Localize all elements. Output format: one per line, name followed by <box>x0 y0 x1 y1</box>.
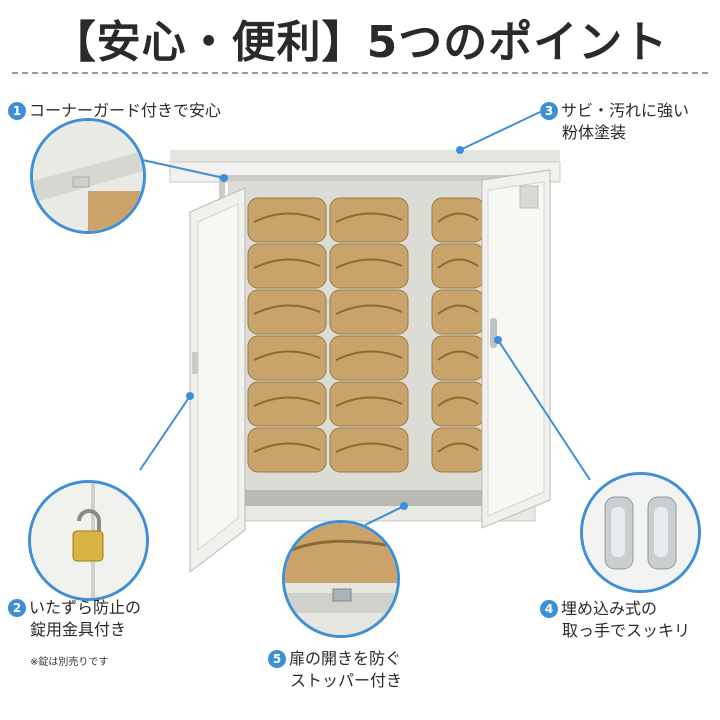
rice-bag-fold <box>335 304 403 315</box>
rice-bag-fold <box>335 258 403 269</box>
point-2-text-line2: 錠用金具付き <box>30 620 127 639</box>
right-door <box>481 169 551 529</box>
point-3-text-line2: 粉体塗装 <box>562 123 627 142</box>
point-5-text-line2: ストッパー付き <box>290 671 403 690</box>
rice-bag-fold <box>253 212 321 223</box>
rice-bag <box>329 289 409 335</box>
zoom-lock-fitting <box>28 480 149 601</box>
rice-bag-fold <box>253 350 321 361</box>
rice-bag-fold <box>335 396 403 407</box>
point-5-text-line1: 扉の開きを防ぐ <box>289 649 402 668</box>
rice-bag-fold <box>437 350 479 361</box>
point-4-number: 4 <box>540 600 558 618</box>
rice-bag <box>247 427 327 473</box>
rice-bag-fold <box>437 396 479 407</box>
point-1-number: 1 <box>8 102 26 120</box>
zoom-door-stopper <box>282 520 400 638</box>
rice-bag-fold <box>437 212 479 223</box>
rice-bags <box>247 197 485 473</box>
rice-bag <box>247 197 327 243</box>
zoom-corner-guard <box>30 118 146 234</box>
rice-bag <box>247 381 327 427</box>
rice-bag <box>329 335 409 381</box>
rice-bag <box>329 381 409 427</box>
rice-bag <box>247 243 327 289</box>
zoom-embedded-handle <box>580 472 701 593</box>
title-divider <box>12 72 708 74</box>
point-2-text-line1: いたずら防止の <box>29 598 142 617</box>
rice-bag-fold <box>437 304 479 315</box>
rice-bag <box>329 197 409 243</box>
point-2-number: 2 <box>8 599 26 617</box>
rice-bag-fold <box>335 442 403 453</box>
rice-bag-fold <box>335 350 403 361</box>
rice-bag-fold <box>437 442 479 453</box>
left-door <box>189 187 246 574</box>
point-3-number: 3 <box>540 102 558 120</box>
rice-bag <box>247 335 327 381</box>
rice-bag-fold <box>335 212 403 223</box>
page-title: 【安心・便利】5つのポイント <box>51 17 669 68</box>
lock-sold-separately-note: ※錠は別売りです <box>30 657 109 668</box>
point-4-text-line2: 取っ手でスッキリ <box>562 621 691 640</box>
rice-bag-fold <box>253 258 321 269</box>
point-4-text-line1: 埋め込み式の <box>561 599 658 618</box>
point-3-text-line1: サビ・汚れに強い <box>561 101 690 120</box>
rice-bag <box>329 427 409 473</box>
rice-bag <box>247 289 327 335</box>
rice-bag <box>329 243 409 289</box>
rice-bag-fold <box>253 396 321 407</box>
point-5-number: 5 <box>268 650 286 668</box>
rice-bag-fold <box>253 442 321 453</box>
rice-bag-fold <box>253 304 321 315</box>
point-1-text: コーナーガード付きで安心 <box>29 101 222 120</box>
rice-bag-fold <box>437 258 479 269</box>
